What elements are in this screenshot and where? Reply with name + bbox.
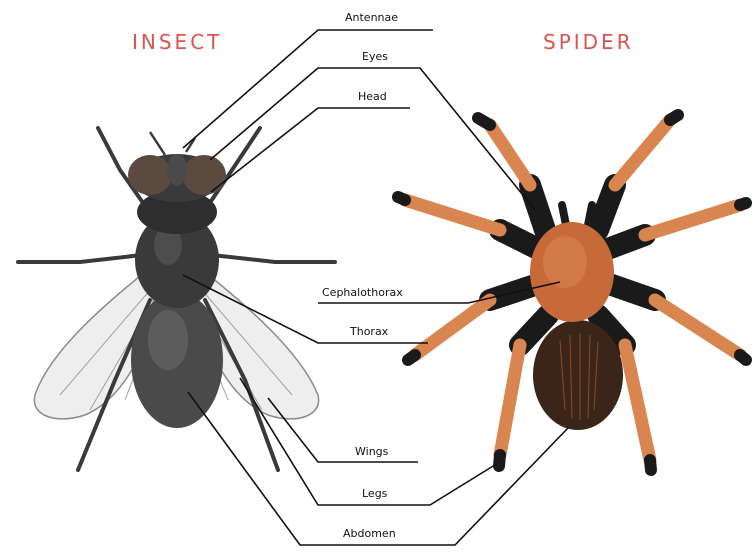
spider-figure bbox=[398, 115, 746, 470]
head-label: Head bbox=[358, 90, 387, 103]
legs-label: Legs bbox=[362, 487, 387, 500]
abdomen-label: Abdomen bbox=[343, 527, 396, 540]
wings-label: Wings bbox=[355, 445, 388, 458]
thorax-label: Thorax bbox=[350, 325, 388, 338]
spider-title: SPIDER bbox=[543, 30, 634, 54]
insect-eye-left bbox=[128, 155, 172, 195]
insect-eye-right bbox=[182, 155, 226, 195]
antennae-label: Antennae bbox=[345, 11, 398, 24]
spider-abdomen bbox=[533, 320, 623, 430]
insect-title: INSECT bbox=[132, 30, 222, 54]
head-leader bbox=[211, 108, 410, 192]
cephalothorax-label: Cephalothorax bbox=[322, 286, 403, 299]
eyes-label: Eyes bbox=[362, 50, 388, 63]
insect-figure bbox=[18, 128, 335, 470]
